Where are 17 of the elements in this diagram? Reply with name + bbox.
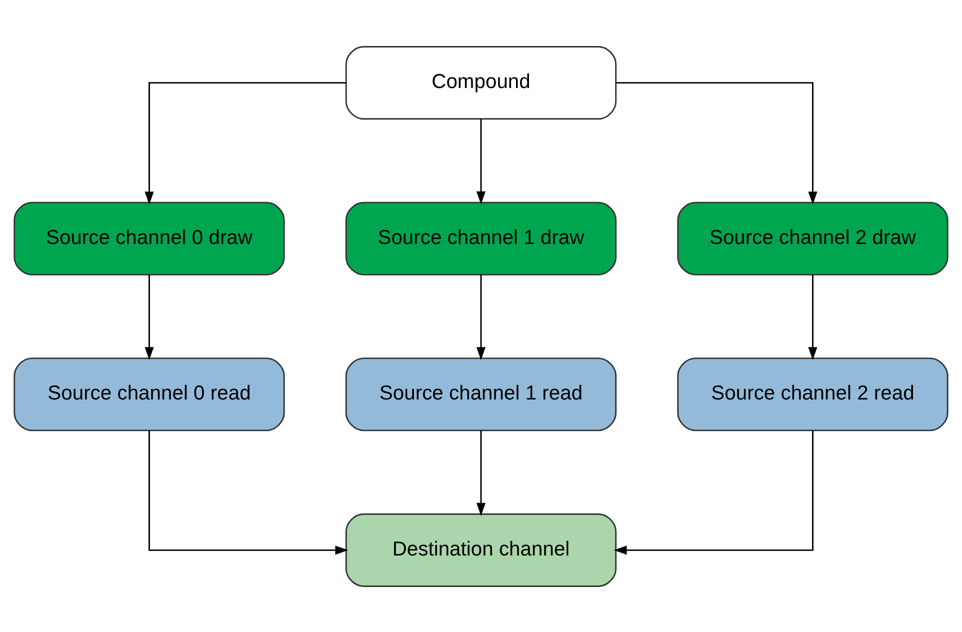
arrow [476,118,486,204]
arrow [808,274,818,360]
arrow [148,430,348,554]
node-box: Source channel 1 draw [345,201,617,275]
arrow [144,274,154,360]
arrow [476,274,486,360]
node-box: Source channel 1 read [345,357,617,431]
arrow [614,430,814,554]
node-box: Source channel 0 draw [14,201,285,275]
node-box: Destination channel [345,512,617,586]
arrow [144,82,346,204]
node-box: Compound [345,46,617,120]
arrow [616,82,818,204]
node-box: Source channel 0 read [14,357,285,431]
node-box: Source channel 2 read [677,357,948,431]
arrow [476,430,486,516]
node-box: Source channel 2 draw [677,201,948,275]
